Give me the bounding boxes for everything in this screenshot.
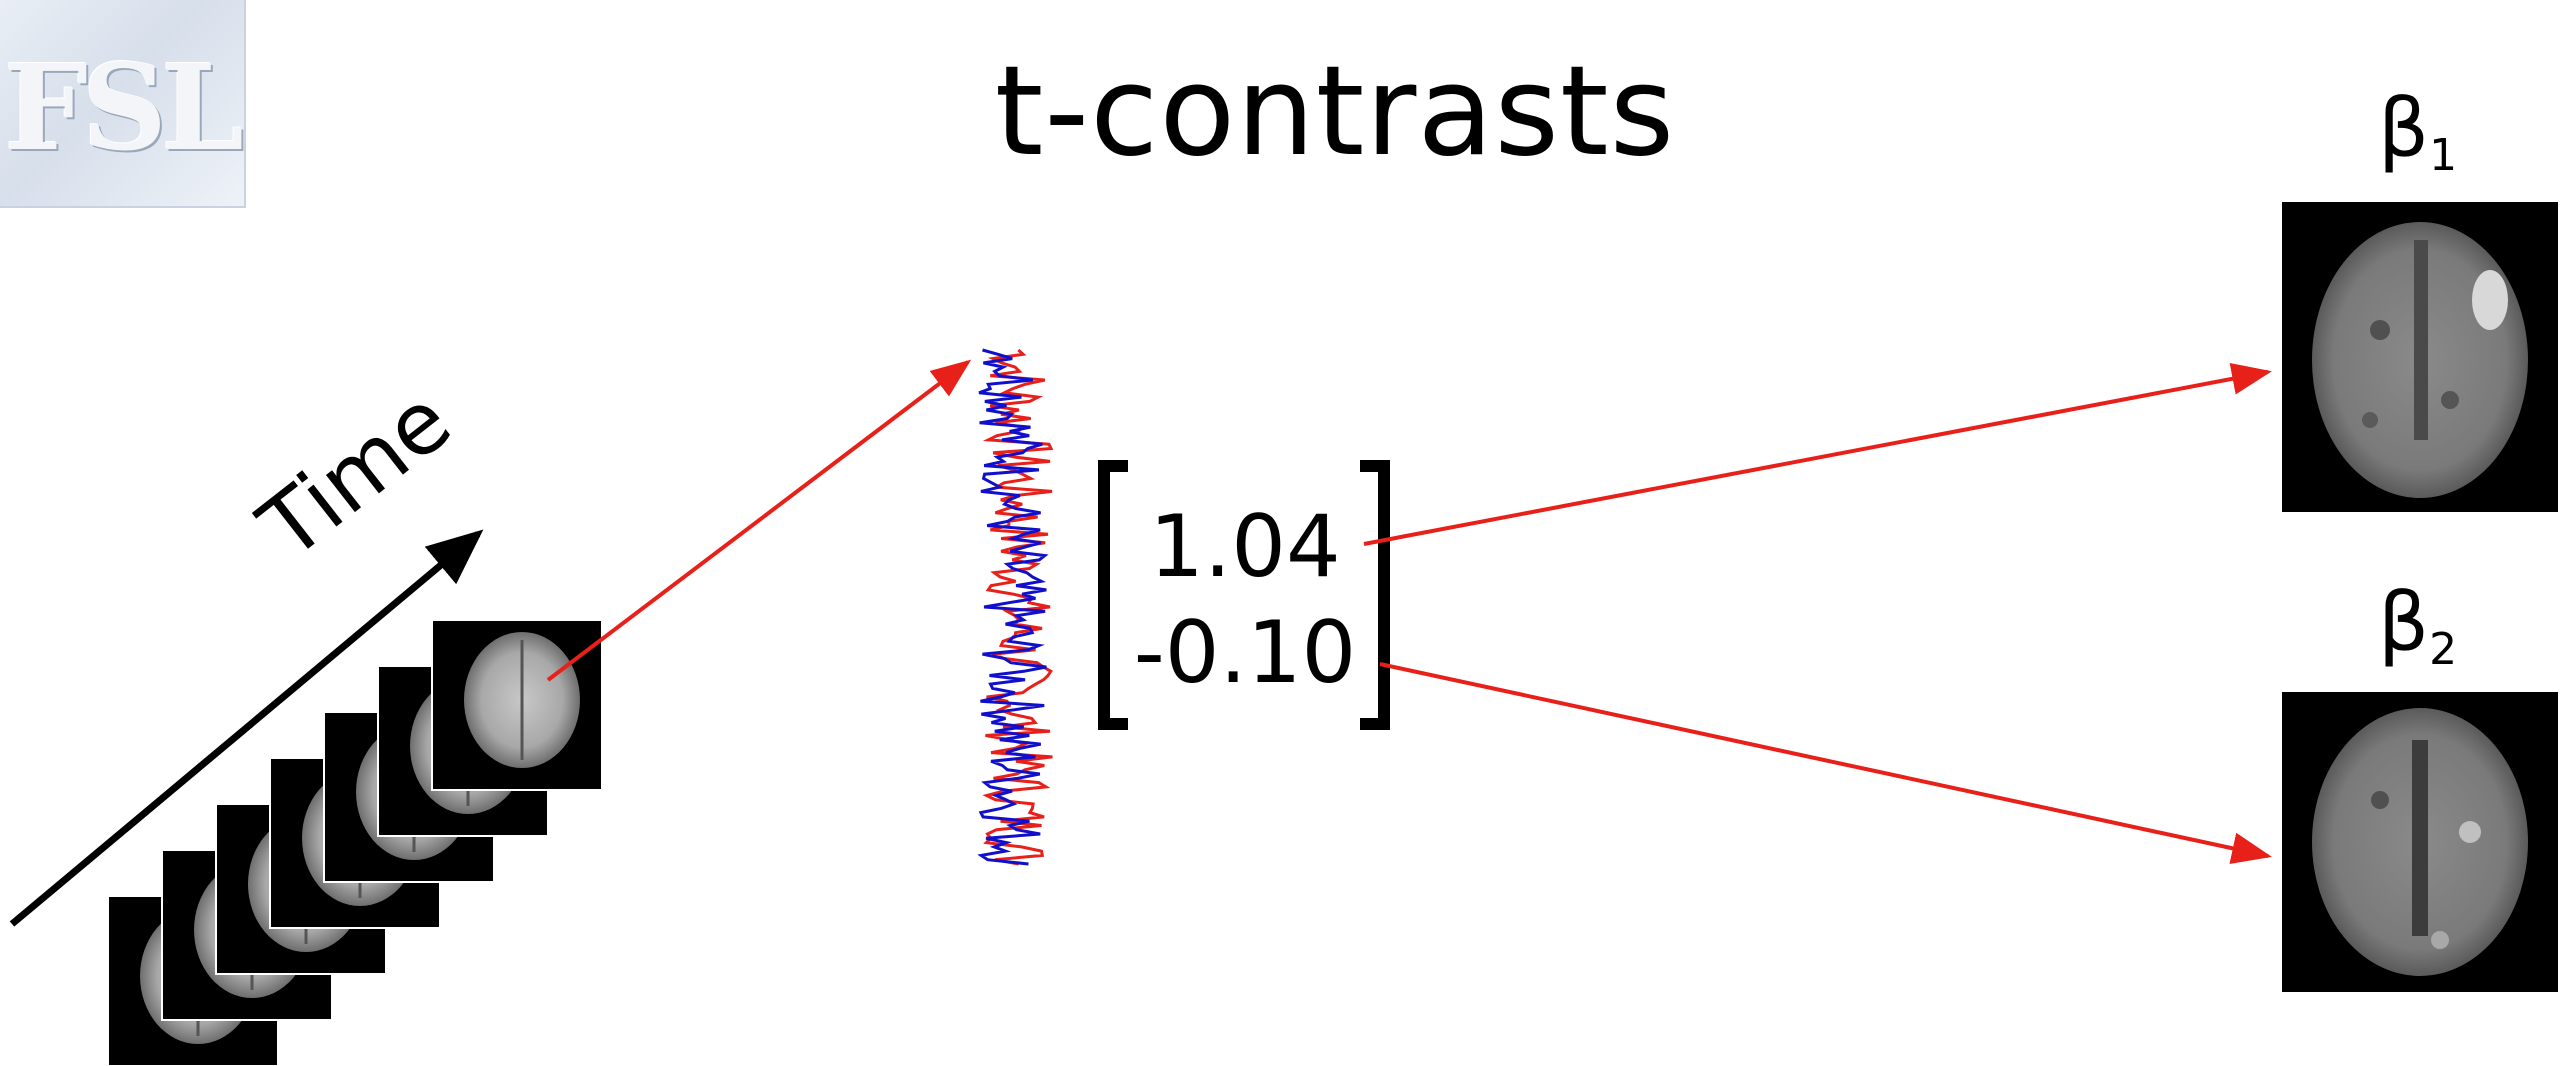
brain-slice-stack-icon [108,620,602,1066]
brain-slice-7 [432,620,602,790]
beta-label-1: β1 [2378,82,2457,181]
beta-subscript-1: 1 [2429,130,2457,181]
timeseries-trace-icon [979,350,1052,864]
beta1-arrow [1364,372,2268,544]
beta2-arrow [1380,664,2268,856]
voxel-to-timeseries-arrow [548,362,968,680]
beta-symbol-1: β [2378,82,2429,175]
beta-map-2-icon [2282,692,2558,992]
beta-symbol-2: β [2378,576,2429,669]
beta-value-1: 1.04 [1102,504,1388,590]
beta-map-1-icon [2282,202,2558,512]
beta-subscript-2: 2 [2429,624,2457,675]
beta-value-2: -0.10 [1102,610,1388,696]
beta-label-2: β2 [2378,576,2457,675]
beta-vector: 1.04 -0.10 [1102,466,1388,724]
